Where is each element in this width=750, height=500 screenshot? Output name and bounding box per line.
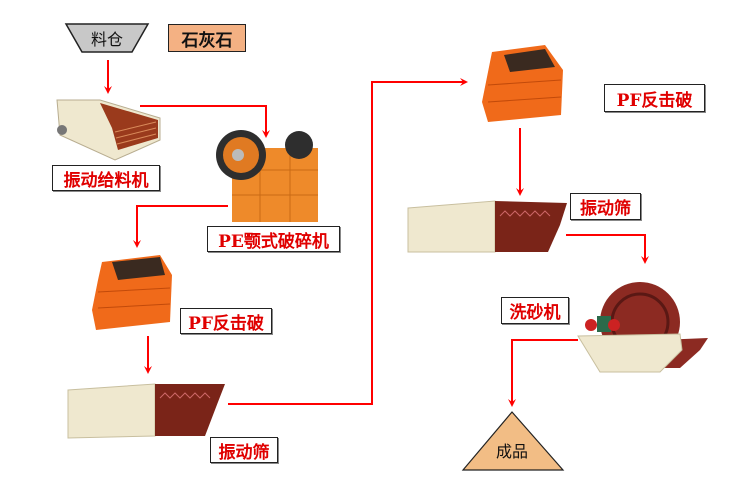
vibrating-feeder-machine (56, 99, 161, 161)
arrow-jaw-to-impact1 (133, 205, 228, 248)
hopper-shape (64, 23, 150, 53)
label-impact-crusher-1: PF反击破 (180, 308, 272, 334)
arrow-washer-to-product (508, 339, 578, 407)
label-vibrating-feeder: 振动给料机 (52, 165, 160, 191)
label-vibrating-screen-2: 振动筛 (570, 193, 641, 220)
sand-washer-machine (577, 282, 708, 373)
arrow-screen2-to-washer (566, 234, 649, 264)
arrow-screen1-to-impact2 (228, 78, 468, 405)
impact-crusher-machine-1 (92, 255, 172, 330)
label-jaw-crusher: PE颚式破碎机 (207, 226, 340, 252)
vibrating-screen-machine-2 (407, 200, 567, 253)
product-label: 成品 (495, 442, 528, 461)
material-label: 石灰石 (168, 24, 246, 52)
impact-crusher-machine-2 (482, 45, 563, 122)
product-pile-shape (461, 411, 565, 471)
hopper-label: 料仓 (90, 30, 123, 49)
vibrating-screen-machine-1 (67, 383, 225, 439)
arrow-feeder-to-jaw (140, 105, 270, 138)
jaw-crusher-machine (216, 130, 318, 222)
flow-arrows (104, 60, 649, 407)
label-impact-crusher-2: PF反击破 (604, 84, 705, 112)
label-vibrating-screen-1: 振动筛 (210, 437, 278, 463)
label-sand-washer: 洗砂机 (501, 297, 569, 324)
